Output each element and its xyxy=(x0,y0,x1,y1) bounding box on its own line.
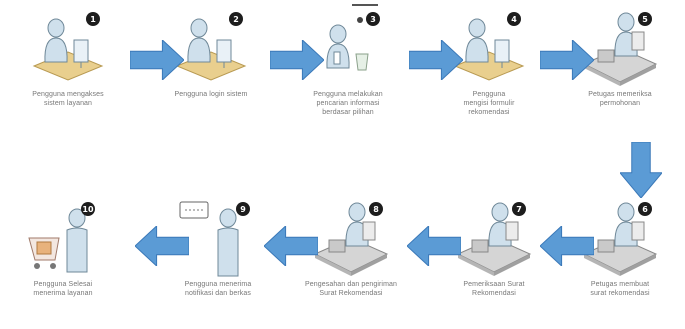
step-number-badge: 1 xyxy=(86,12,100,26)
arrow-shape xyxy=(135,226,189,266)
flow-arrow-right xyxy=(270,40,324,80)
step-number-badge: 6 xyxy=(638,202,652,216)
flow-arrow-down xyxy=(620,142,662,198)
step-caption: Pengguna melakukan pencarian informasi b… xyxy=(300,90,396,117)
step-number-badge: 5 xyxy=(638,12,652,26)
step-caption: Pengesahan dan pengiriman Surat Rekomend… xyxy=(303,280,399,298)
arrow-shape xyxy=(409,40,463,80)
step-number-badge: 9 xyxy=(236,202,250,216)
arrow-shape xyxy=(620,142,662,198)
flow-arrow-left xyxy=(407,226,461,266)
step-caption: Pengguna Selesai menerima layanan xyxy=(15,280,111,298)
top-marker xyxy=(352,0,378,6)
step-caption: Pemeriksaan Surat Rekomendasi xyxy=(446,280,542,298)
step-number-badge: 4 xyxy=(507,12,521,26)
step-number-badge: 8 xyxy=(369,202,383,216)
step-caption: Pengguna mengisi formulir rekomendasi xyxy=(441,90,537,117)
flow-arrow-left xyxy=(540,226,594,266)
arrow-shape xyxy=(540,40,594,80)
arrow-shape xyxy=(540,226,594,266)
step-caption: Pengguna login sistem xyxy=(163,90,259,99)
arrow-shape xyxy=(407,226,461,266)
step-number-badge: 3 xyxy=(366,12,380,26)
step-number-badge: 10 xyxy=(81,202,95,216)
step-caption: Petugas memeriksa permohonan xyxy=(572,90,668,108)
arrow-shape xyxy=(270,40,324,80)
flow-arrow-right xyxy=(130,40,184,80)
step-number-badge: 7 xyxy=(512,202,526,216)
step-number-badge: 2 xyxy=(229,12,243,26)
flow-arrow-right xyxy=(409,40,463,80)
flow-arrow-right xyxy=(540,40,594,80)
arrow-shape xyxy=(264,226,318,266)
step-caption: Petugas membuat surat rekomendasi xyxy=(572,280,668,298)
step-caption: Pengguna mengakses sistem layanan xyxy=(20,90,116,108)
flow-arrow-left xyxy=(135,226,189,266)
step-caption: Pengguna menerima notifikasi dan berkas xyxy=(170,280,266,298)
flow-arrow-left xyxy=(264,226,318,266)
arrow-shape xyxy=(130,40,184,80)
